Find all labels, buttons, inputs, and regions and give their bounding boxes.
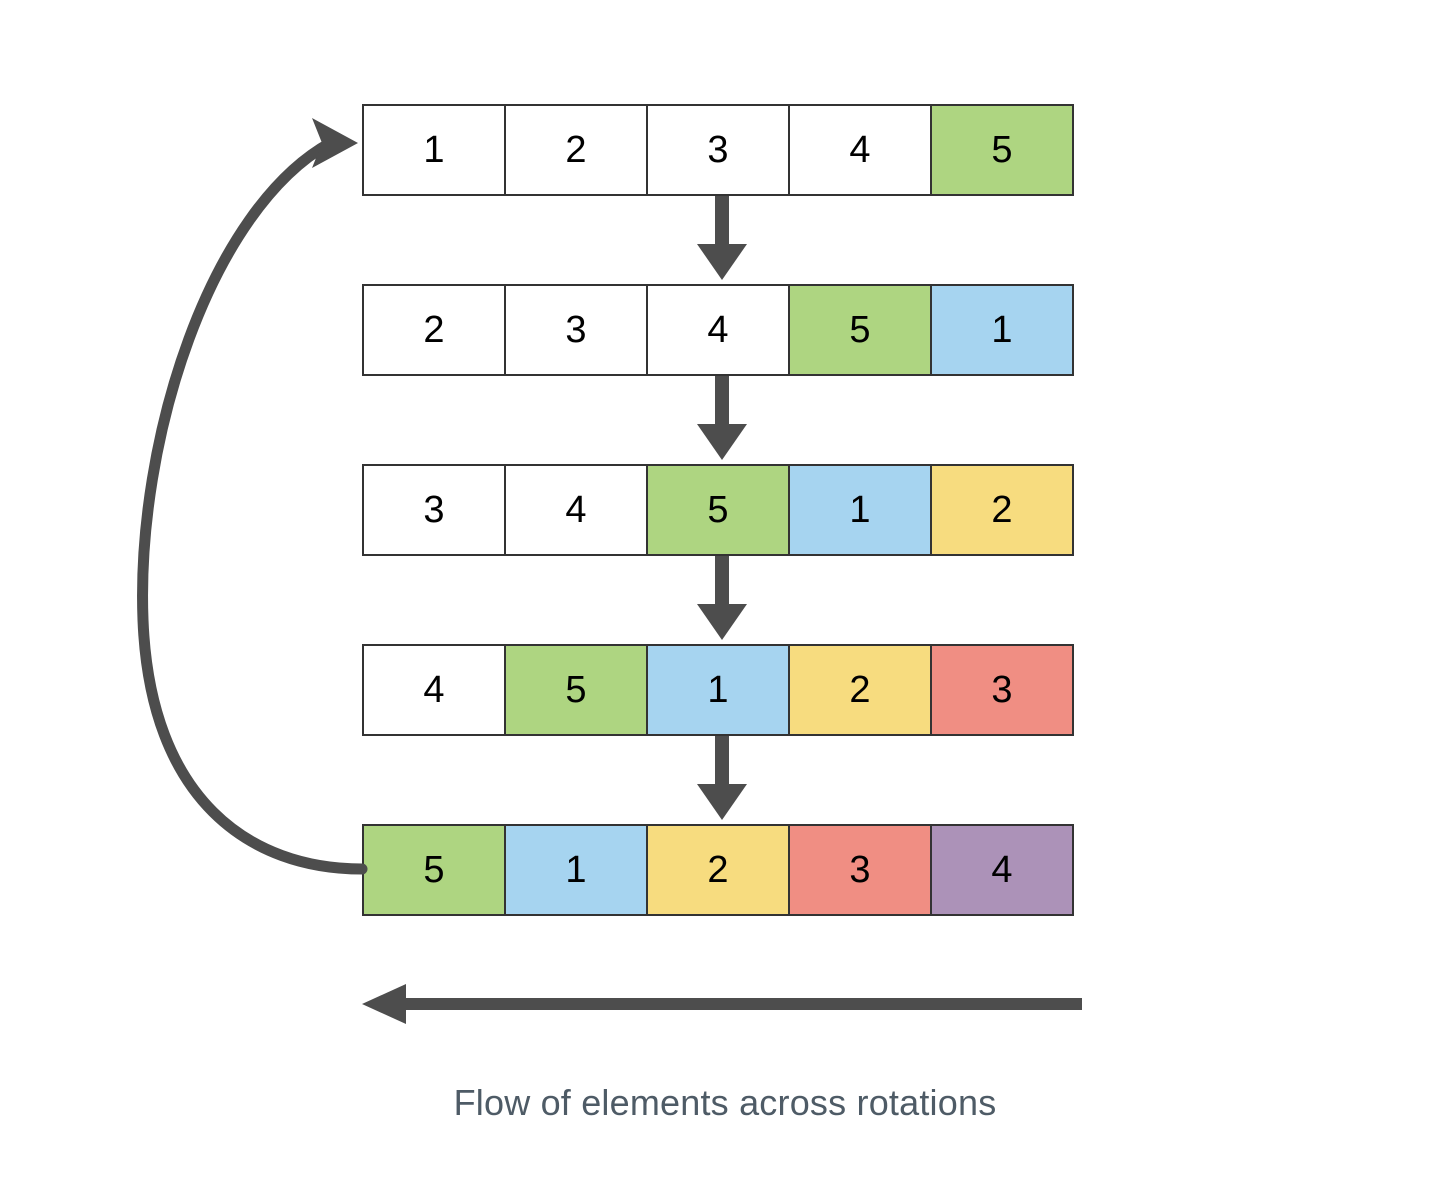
- array-cell[interactable]: 3: [646, 104, 790, 196]
- array-cell[interactable]: 5: [646, 464, 790, 556]
- array-cell[interactable]: 4: [788, 104, 932, 196]
- array-cell[interactable]: 5: [788, 284, 932, 376]
- array-cell[interactable]: 3: [930, 644, 1074, 736]
- array-cell[interactable]: 2: [646, 824, 790, 916]
- array-cell[interactable]: 2: [504, 104, 648, 196]
- array-cell[interactable]: 1: [930, 284, 1074, 376]
- array-cell[interactable]: 1: [646, 644, 790, 736]
- array-cell[interactable]: 4: [362, 644, 506, 736]
- array-cell[interactable]: 2: [362, 284, 506, 376]
- array-cell[interactable]: 1: [788, 464, 932, 556]
- array-cell[interactable]: 5: [930, 104, 1074, 196]
- array-cell[interactable]: 3: [362, 464, 506, 556]
- array-cell[interactable]: 3: [788, 824, 932, 916]
- array-cell[interactable]: 4: [646, 284, 790, 376]
- array-cell[interactable]: 4: [504, 464, 648, 556]
- array-cell[interactable]: 2: [788, 644, 932, 736]
- array-cell[interactable]: 3: [504, 284, 648, 376]
- array-cell[interactable]: 5: [362, 824, 506, 916]
- caption-text: Flow of elements across rotations: [453, 1082, 997, 1123]
- array-cell[interactable]: 4: [930, 824, 1074, 916]
- array-cell[interactable]: 1: [504, 824, 648, 916]
- array-cell[interactable]: 1: [362, 104, 506, 196]
- array-cell[interactable]: 2: [930, 464, 1074, 556]
- array-cell[interactable]: 5: [504, 644, 648, 736]
